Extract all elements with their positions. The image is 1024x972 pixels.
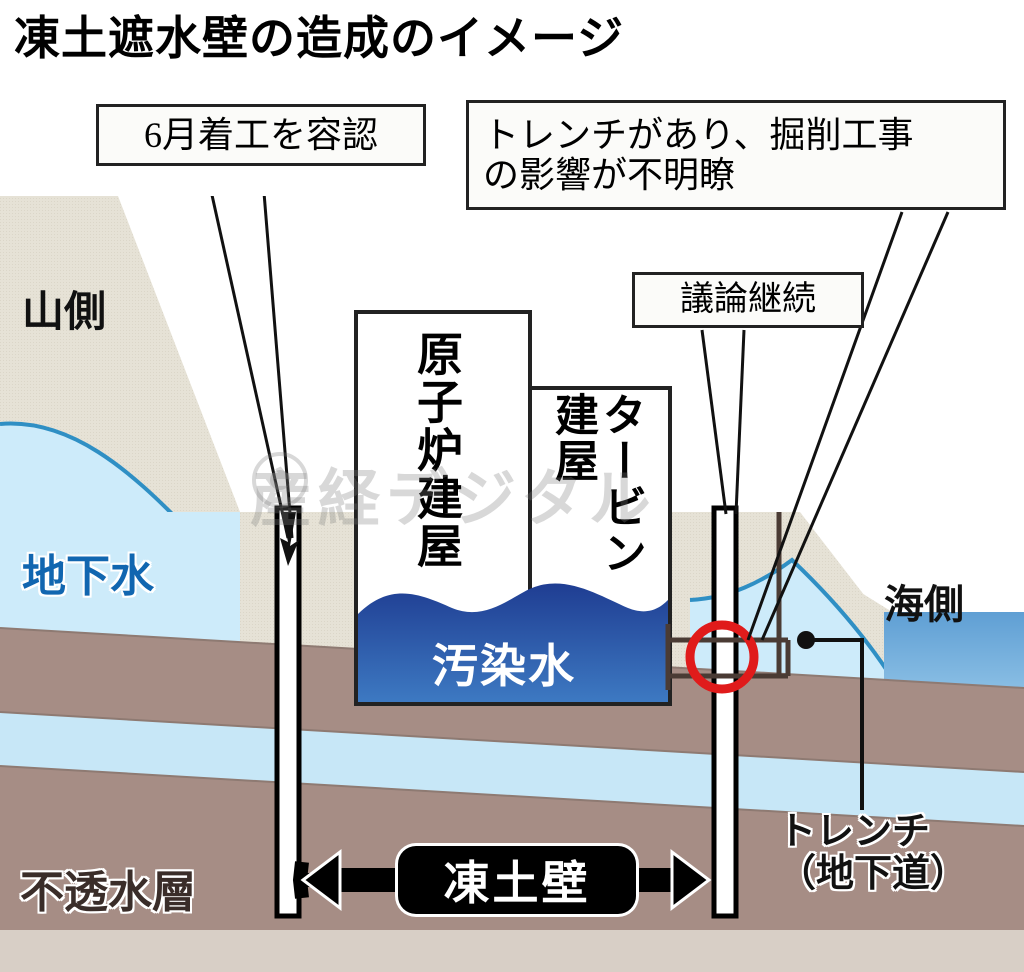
label-contaminated-water: 汚染水 (432, 640, 576, 692)
label-groundwater: 地下水 (22, 552, 154, 601)
groundwater-block-left (0, 512, 240, 642)
layer-line-3 (0, 765, 1024, 827)
layer-aquifer (0, 712, 1024, 826)
pointer-discuss-2 (734, 329, 746, 515)
trench-outline (668, 637, 791, 679)
trench-leader-line (806, 638, 864, 810)
label-turbine-building-suffix: 建屋 (548, 392, 597, 484)
highlight-circle-icon (685, 620, 759, 694)
pointer-trench-1 (746, 211, 904, 641)
sea-water (884, 612, 1024, 700)
seabed-step (884, 612, 905, 700)
label-turbine-building-prefix: タービン (596, 392, 645, 576)
groundwater-curve-line (0, 421, 188, 530)
frozen-wall-left (274, 505, 302, 919)
callout-trench-unclear[interactable]: トレンチがあり、掘削工事 の影響が不明瞭 (466, 100, 1006, 210)
label-sea-side: 海側 (884, 582, 964, 627)
pointer-june-2 (262, 196, 294, 539)
page-title: 凍土遮水壁の造成のイメージ (14, 12, 625, 64)
pointer-june-1 (210, 196, 290, 539)
callout-june-construction[interactable]: 6月着工を容認 (96, 104, 426, 166)
label-frozen-soil-wall: 凍土壁 (398, 846, 636, 914)
callout-discussion-continuing[interactable]: 議論継続 (632, 272, 864, 328)
layer-line-2 (0, 711, 1024, 773)
frozen-wall-extent-arrow (292, 848, 712, 912)
label-trench-underground-passage: トレンチ （地下道） (778, 811, 969, 895)
label-mountain-side: 山側 (22, 290, 107, 336)
layer-bottom-strip (0, 930, 1024, 972)
frozen-wall-right (711, 505, 739, 919)
label-reactor-building: 原子炉建屋 (411, 330, 463, 570)
pointer-trench-2 (760, 211, 950, 641)
contaminated-water-fill (358, 583, 668, 702)
sky-left-wedge (118, 196, 240, 512)
pointer-discuss-1 (700, 329, 728, 515)
label-impermeable-layer: 不透水層 (20, 868, 196, 917)
groundwater-body (0, 423, 180, 520)
